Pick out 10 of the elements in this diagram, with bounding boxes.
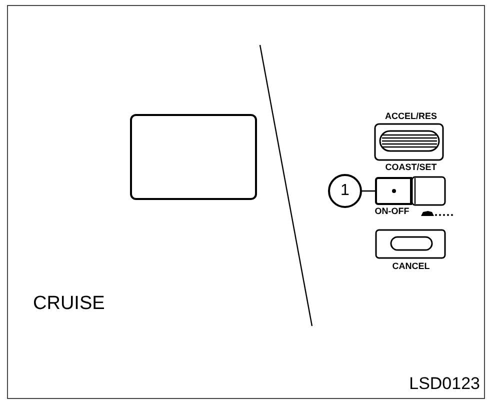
figure-code: LSD0123 <box>408 373 480 394</box>
display-screen <box>130 114 257 200</box>
callout-number: 1 <box>328 174 362 208</box>
on-off-switch <box>375 177 412 205</box>
leader-line <box>361 190 375 192</box>
button-label: CANCEL <box>391 261 431 272</box>
button-label: COAST/SET <box>384 162 438 174</box>
switch-label: ON-OFF <box>374 206 410 218</box>
panel-label: CRUISE <box>33 292 106 316</box>
button-label: ACCEL/RES <box>384 111 438 122</box>
